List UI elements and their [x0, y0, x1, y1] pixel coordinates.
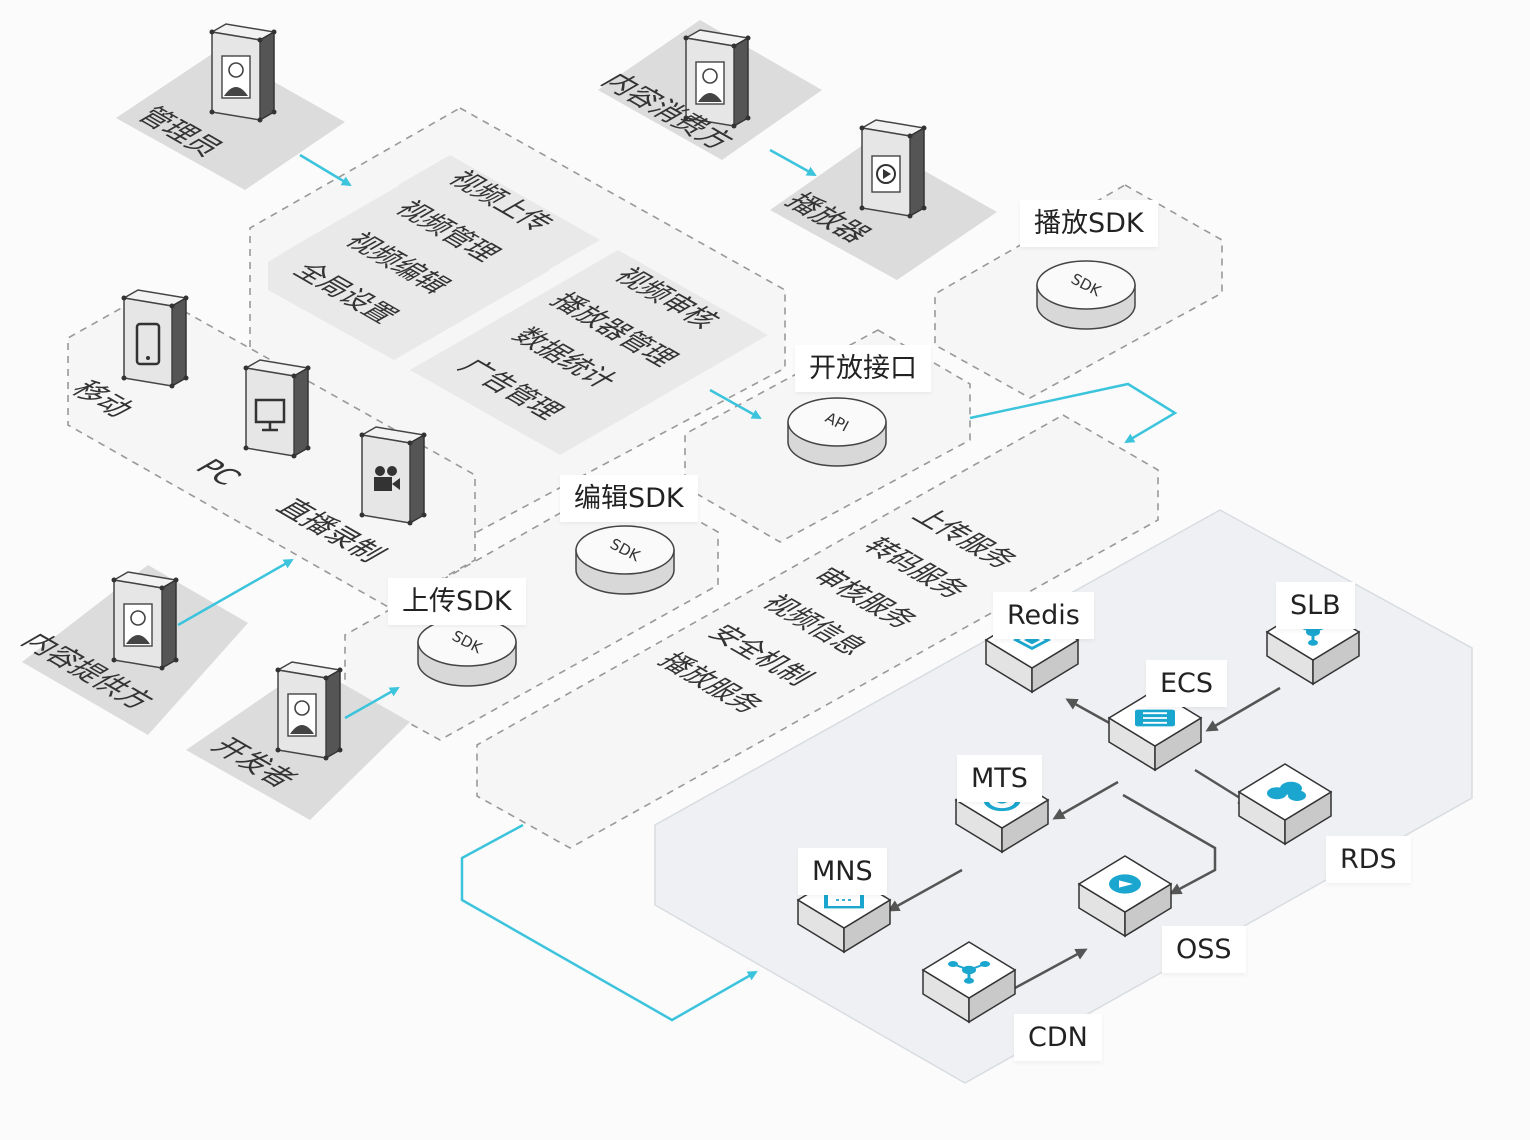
label-upload-sdk: 上传SDK — [388, 578, 526, 625]
monitor-icon — [254, 398, 286, 432]
disk: SDK — [1036, 260, 1136, 330]
person-icon — [695, 61, 725, 105]
cabinet — [121, 289, 189, 389]
services-group — [476, 414, 1159, 849]
cabinet — [243, 359, 311, 459]
cloud-cube — [921, 941, 1017, 1024]
label-redis: Redis — [993, 592, 1094, 639]
label-mns: MNS — [798, 848, 887, 895]
label-rds: RDS — [1326, 836, 1411, 883]
cabinet — [859, 119, 927, 219]
person-icon — [287, 693, 317, 737]
play-icon — [871, 155, 901, 193]
disk: SDK — [417, 617, 517, 687]
label-oss: OSS — [1162, 926, 1246, 973]
disks: SDK API SDK SDK — [417, 260, 1136, 687]
cabinet — [111, 571, 179, 671]
cloud-cube — [1237, 763, 1333, 846]
cabinet — [359, 426, 427, 526]
person-icon — [221, 55, 251, 99]
mobile-icon — [135, 322, 161, 366]
flow-lines — [177, 148, 1178, 1022]
cabinet — [275, 661, 343, 761]
person-icon — [123, 603, 153, 647]
video-camera-icon — [374, 466, 400, 491]
label-play-sdk: 播放SDK — [1020, 200, 1158, 247]
disk: SDK — [575, 525, 675, 595]
cabinets — [111, 23, 927, 761]
cabinet — [683, 29, 751, 129]
cloud-cube — [1077, 855, 1173, 938]
label-cdn: CDN — [1014, 1014, 1102, 1061]
label-edit-sdk: 编辑SDK — [560, 475, 698, 522]
label-mts: MTS — [957, 755, 1042, 802]
disk: API — [787, 397, 887, 467]
feature-tiles — [268, 155, 768, 455]
cabinet — [209, 23, 277, 123]
label-open-api: 开放接口 — [795, 345, 931, 392]
label-ecs: ECS — [1146, 660, 1228, 707]
label-slb: SLB — [1276, 582, 1355, 629]
